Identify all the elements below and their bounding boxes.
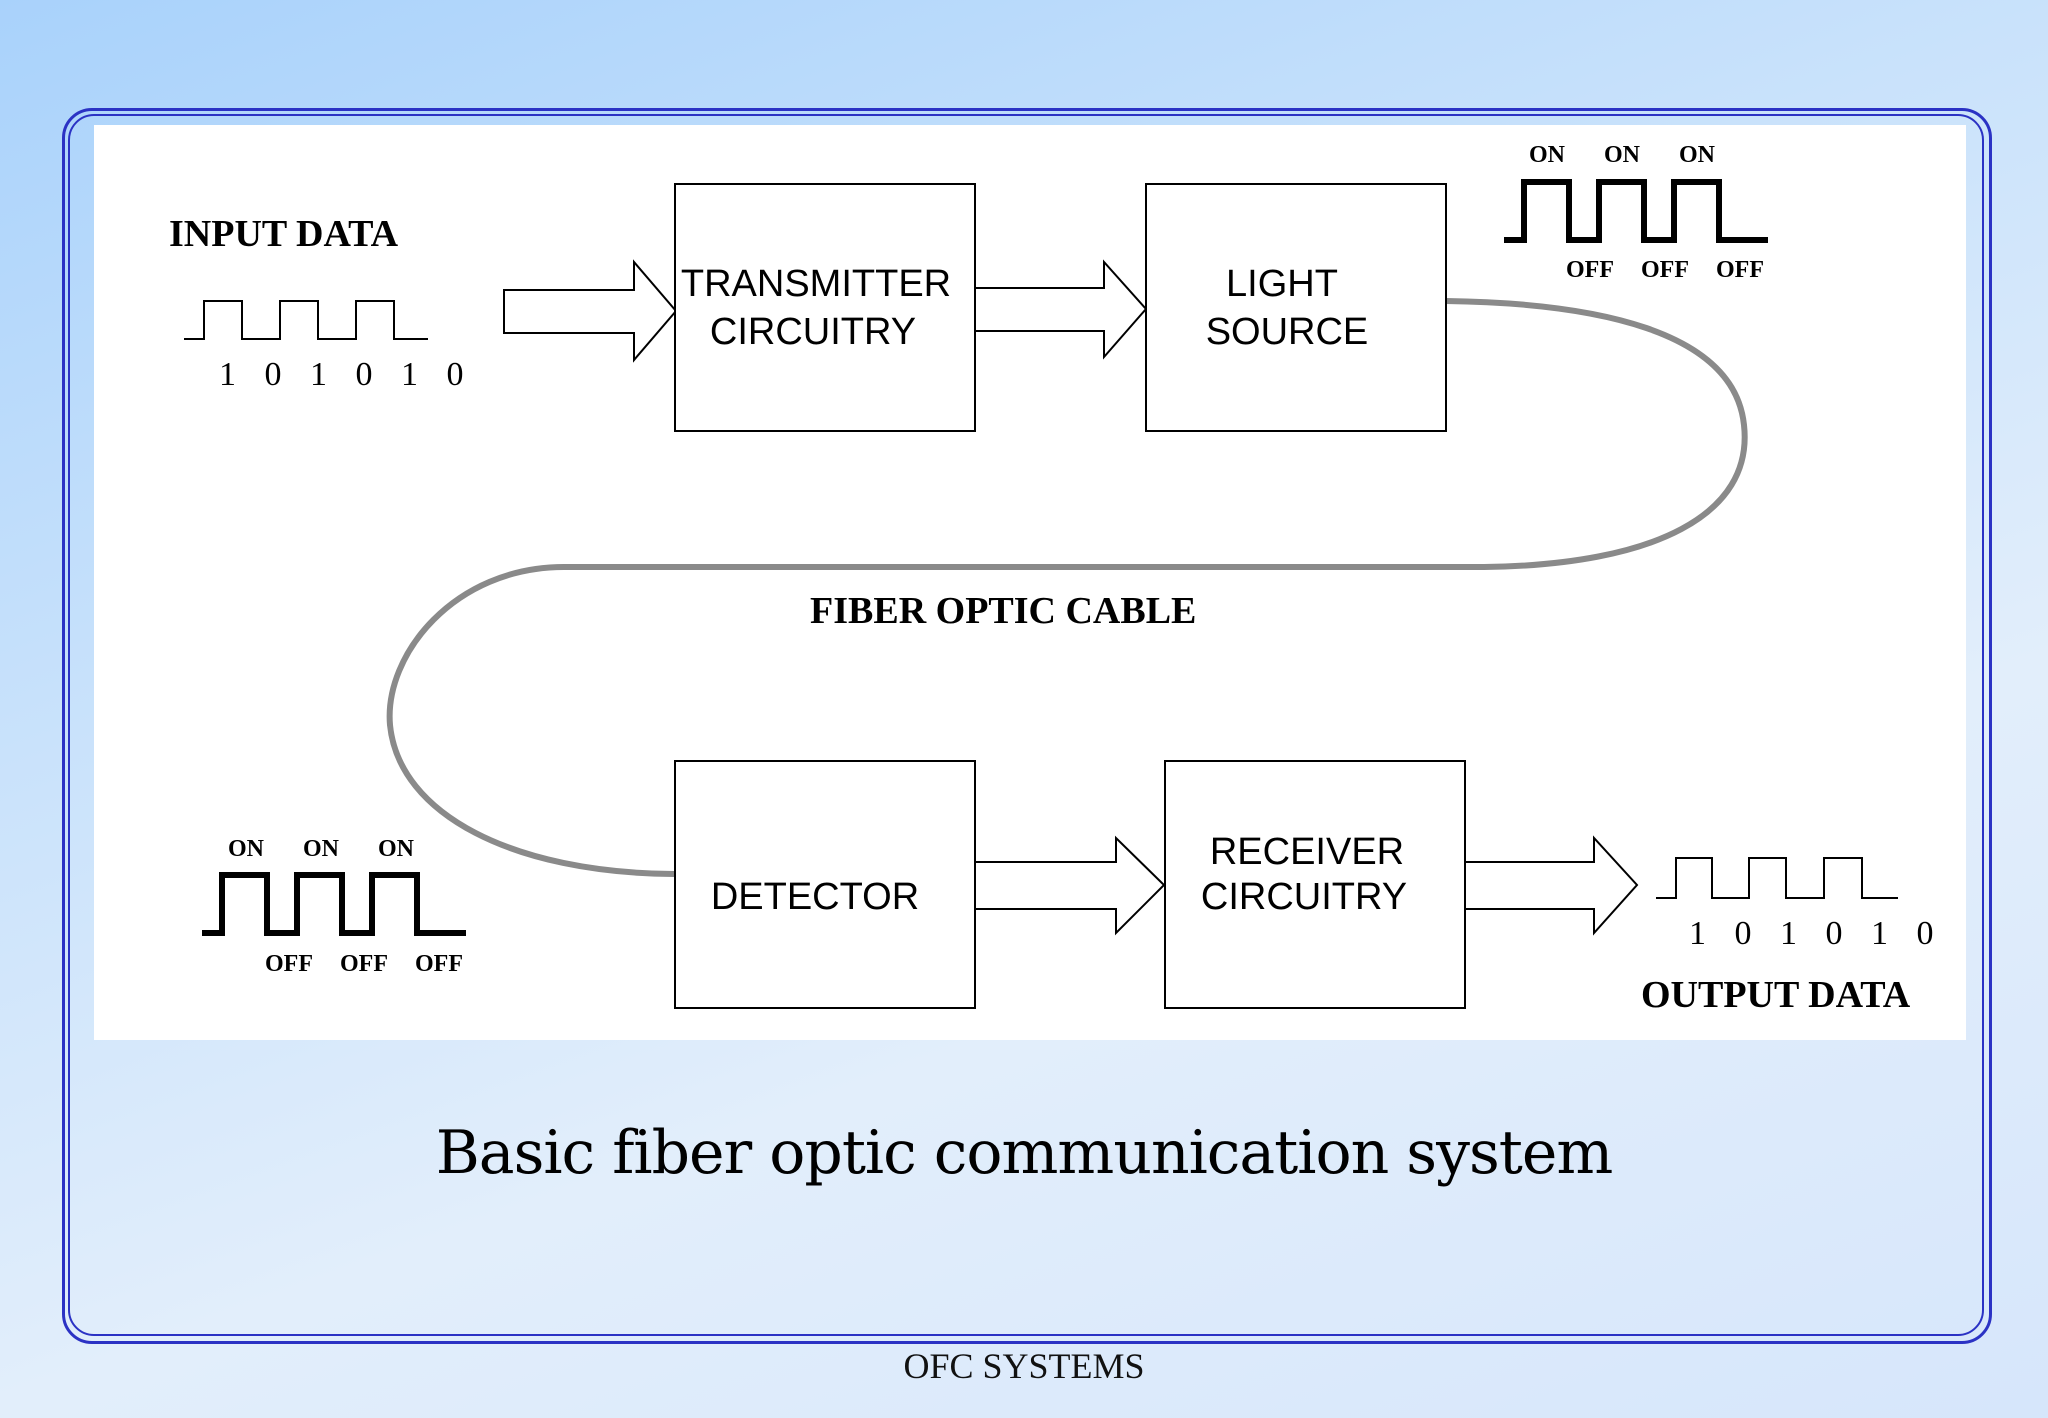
fiber-optic-diagram: INPUT DATA 1 0 1 0 1 0 TRANSMITTER CIRCU… xyxy=(169,142,1944,1016)
detector-arrow xyxy=(974,835,1166,936)
input-waveform xyxy=(184,300,428,340)
top-pulse-off-1: OFF xyxy=(1566,257,1614,283)
diagram-panel: INPUT DATA 1 0 1 0 1 0 TRANSMITTER CIRCU… xyxy=(94,125,1966,1040)
receiver-label-line1: RECEIVER xyxy=(1210,831,1404,873)
transmitter-block xyxy=(674,183,976,432)
output-bits: 1 0 1 0 1 0 xyxy=(1689,915,1944,952)
bottom-pulse-off-1: OFF xyxy=(265,951,313,977)
light-source-block xyxy=(1145,183,1447,432)
bottom-pulse-on-2: ON xyxy=(303,836,340,862)
bottom-pulse-on-1: ON xyxy=(228,836,265,862)
top-pulse-on-2: ON xyxy=(1604,142,1641,168)
transmitter-label-line2: CIRCUITRY xyxy=(710,311,916,353)
fiber-optic-cable xyxy=(386,298,1748,877)
detector-label: DETECTOR xyxy=(711,876,919,918)
input-bits: 1 0 1 0 1 0 xyxy=(219,356,474,393)
bottom-pulse-waveform xyxy=(202,872,466,936)
top-pulse-off-3: OFF xyxy=(1716,257,1764,283)
receiver-block xyxy=(1164,760,1466,1009)
light-source-label-line1: LIGHT xyxy=(1226,263,1338,305)
receiver-label-line2: CIRCUITRY xyxy=(1201,876,1407,918)
output-data-label: OUTPUT DATA xyxy=(1641,974,1911,1016)
top-pulse-off-2: OFF xyxy=(1641,257,1689,283)
transmitter-label-line1: TRANSMITTER xyxy=(681,263,951,305)
transmitter-arrow xyxy=(974,259,1148,360)
bottom-pulse-on-3: ON xyxy=(378,836,415,862)
light-source-label-line2: SOURCE xyxy=(1206,311,1369,353)
detector-block xyxy=(674,760,976,1009)
top-pulse-on-1: ON xyxy=(1529,142,1566,168)
slide-frame xyxy=(62,108,1992,1344)
slide-footer: OFC SYSTEMS xyxy=(903,1346,1145,1386)
output-arrow xyxy=(1464,835,1639,936)
top-pulse-on-3: ON xyxy=(1679,142,1716,168)
slide-caption: Basic fiber optic communication system xyxy=(435,1118,1614,1188)
top-pulse-waveform xyxy=(1504,179,1768,243)
input-arrow xyxy=(503,259,678,363)
bottom-pulse-off-3: OFF xyxy=(415,951,463,977)
output-waveform xyxy=(1656,857,1898,899)
slide-frame-inner xyxy=(68,114,1984,1336)
bottom-pulse-off-2: OFF xyxy=(340,951,388,977)
cable-label: FIBER OPTIC CABLE xyxy=(810,590,1196,632)
input-data-label: INPUT DATA xyxy=(169,213,399,255)
